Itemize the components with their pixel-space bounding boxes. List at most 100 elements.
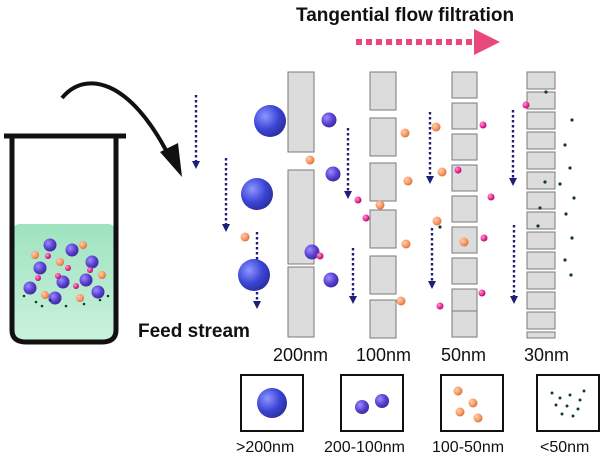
tiny-dark-dot <box>570 236 574 240</box>
legend-medium-particle <box>375 394 389 408</box>
diagram-title: Tangential flow filtration <box>296 5 514 26</box>
tiny-dark-dot <box>40 304 44 308</box>
small-magenta-particle <box>65 265 71 271</box>
small-magenta-particle <box>73 283 79 289</box>
medium-purple-particle <box>65 243 79 257</box>
membrane-segment <box>526 111 556 130</box>
legend-tiny-dot <box>576 407 580 411</box>
membrane-segment <box>526 91 556 110</box>
legend-medium-particle <box>355 400 369 414</box>
membrane-segment <box>526 311 556 330</box>
small-orange-particle <box>240 232 250 242</box>
legend-tiny-dot <box>560 412 564 416</box>
membrane-segment <box>526 271 556 290</box>
membranes <box>287 71 556 339</box>
membrane-30nm <box>526 71 556 339</box>
small-orange-particle <box>437 167 447 177</box>
medium-purple-particle <box>323 272 339 288</box>
tiny-dark-dot <box>438 225 442 229</box>
legend-box-medium <box>340 374 404 432</box>
medium-purple-particle <box>85 255 99 269</box>
small-orange-particle <box>41 291 49 299</box>
small-magenta-particle <box>522 101 530 109</box>
membrane-100nm <box>369 71 397 339</box>
small-magenta-particle <box>362 214 370 222</box>
medium-purple-particle <box>43 238 57 252</box>
range-label-tiny: <50nm <box>540 439 589 456</box>
legend-particles <box>257 386 586 423</box>
membrane-segment <box>369 255 397 295</box>
small-orange-particle <box>459 237 469 247</box>
membrane-segment <box>451 226 478 254</box>
small-magenta-particle <box>35 275 41 281</box>
tiny-dark-dot <box>106 294 110 298</box>
legend-box-tiny <box>536 374 600 432</box>
membrane-segment <box>287 266 315 338</box>
large-blue-particle <box>238 259 270 291</box>
tiny-dark-dot <box>34 300 38 304</box>
small-orange-particle <box>31 251 39 259</box>
range-label-small: 100-50nm <box>432 439 504 456</box>
legend-tiny-dot <box>578 398 582 402</box>
small-orange-particle <box>375 200 385 210</box>
membrane-segment <box>451 195 478 223</box>
membrane-segment <box>369 209 397 249</box>
small-magenta-particle <box>487 193 495 201</box>
tiny-dark-dot <box>82 302 86 306</box>
legend-tiny-dot <box>568 393 572 397</box>
small-magenta-particle <box>354 196 362 204</box>
pore-label-30nm: 30nm <box>524 345 569 365</box>
membrane-segment <box>526 131 556 150</box>
transfer-arrow <box>60 81 172 159</box>
tiny-dark-dot <box>544 90 548 94</box>
small-orange-particle <box>305 155 315 165</box>
membrane-segment <box>526 211 556 230</box>
tiny-dark-dot <box>564 212 568 216</box>
tiny-dark-dot <box>570 118 574 122</box>
transfer-arrow-head <box>160 143 182 177</box>
membrane-segment <box>526 331 556 339</box>
small-orange-particle <box>403 176 413 186</box>
medium-purple-particle <box>91 285 105 299</box>
legend-tiny-dot <box>554 403 558 407</box>
tiny-dark-dot <box>64 304 68 308</box>
membrane-segment <box>451 133 478 161</box>
membrane-segment <box>287 169 315 265</box>
small-magenta-particle <box>87 267 93 273</box>
flow-direction-arrow <box>356 29 500 55</box>
beaker-particles <box>22 238 110 308</box>
membrane-segment <box>451 71 478 99</box>
scene-particles <box>238 90 576 310</box>
small-magenta-particle <box>55 273 61 279</box>
tiny-dark-dot <box>572 196 576 200</box>
legend-small-particle <box>468 398 478 408</box>
tiny-dark-dot <box>48 298 52 302</box>
membrane-segment <box>451 310 478 338</box>
membrane-segment <box>369 162 397 202</box>
small-orange-particle <box>400 128 410 138</box>
small-orange-particle <box>56 258 64 266</box>
small-magenta-particle <box>316 252 324 260</box>
medium-purple-particle <box>56 275 70 289</box>
legend-large-particle <box>257 388 287 418</box>
large-blue-particle <box>254 105 286 137</box>
membrane-segment <box>526 191 556 210</box>
legend-tiny-dot <box>565 404 569 408</box>
legend-tiny-dot <box>582 389 586 393</box>
tiny-dark-dot <box>568 166 572 170</box>
medium-purple-particle <box>23 281 37 295</box>
membrane-segment <box>369 299 397 339</box>
small-orange-particle <box>432 216 442 226</box>
small-orange-particle <box>401 239 411 249</box>
pore-label-100nm: 100nm <box>356 345 411 365</box>
small-orange-particle <box>79 241 87 249</box>
large-blue-particle <box>241 178 273 210</box>
size-legend <box>240 374 600 432</box>
small-magenta-particle <box>479 121 487 129</box>
membrane-segment <box>287 71 315 153</box>
tiny-dark-dot <box>22 294 26 298</box>
tiny-dark-dot <box>98 298 102 302</box>
tiny-dark-dot <box>543 180 547 184</box>
medium-purple-particle <box>321 112 337 128</box>
